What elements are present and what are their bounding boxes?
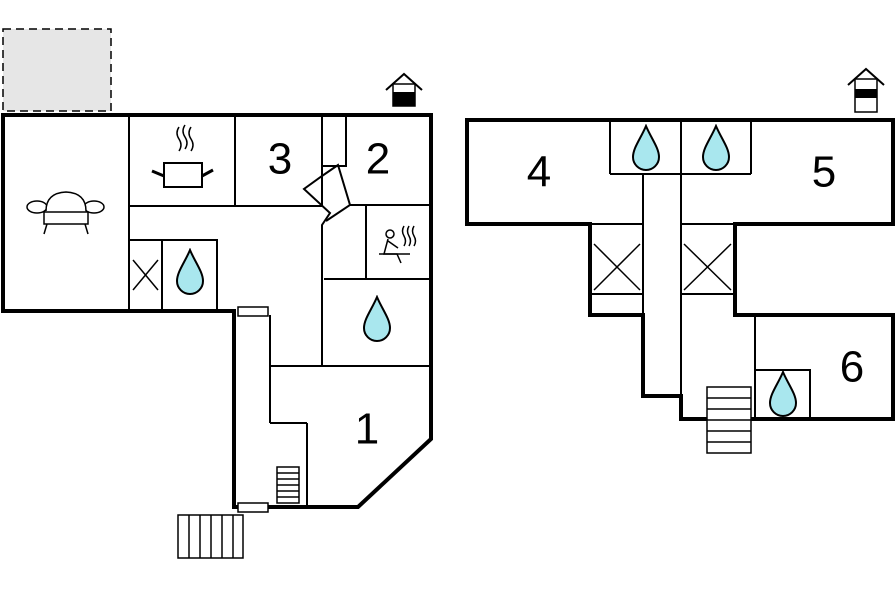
closet-cross-icon (132, 259, 159, 291)
sofa-icon (26, 191, 105, 235)
closet-cross-icon (683, 243, 732, 291)
entrance-icon (847, 67, 885, 113)
closet-cross-icon (593, 243, 641, 291)
room-number-3: 3 (268, 135, 292, 184)
room-number-4: 4 (527, 148, 551, 197)
floor-right: 4 5 6 (465, 67, 895, 454)
stairs-icon (706, 386, 752, 454)
outer-wall-right (465, 118, 895, 421)
sauna-icon (379, 225, 417, 264)
room-number-6: 6 (840, 343, 864, 392)
bathroom-drop-icon (363, 296, 391, 342)
outer-wall-left (1, 113, 433, 509)
window-marker (237, 306, 269, 317)
window-marker (237, 502, 269, 513)
floor-left: 3 2 1 (1, 28, 433, 559)
interior-walls-left (128, 115, 431, 505)
bathroom-drop-icon (176, 249, 204, 295)
room-number-2: 2 (366, 135, 390, 184)
stairs-icon (276, 466, 300, 504)
interior-walls-right (590, 120, 811, 419)
terrace-area (2, 28, 112, 112)
bathroom-drop-icon (632, 125, 660, 171)
bathroom-drop-icon (769, 371, 797, 417)
room-number-5: 5 (812, 148, 836, 197)
room-number-1: 1 (355, 405, 379, 454)
kitchen-pot-icon (151, 124, 214, 188)
entrance-stairs-icon (177, 514, 244, 559)
entrance-icon (385, 72, 423, 107)
bathroom-drop-icon (702, 125, 730, 171)
